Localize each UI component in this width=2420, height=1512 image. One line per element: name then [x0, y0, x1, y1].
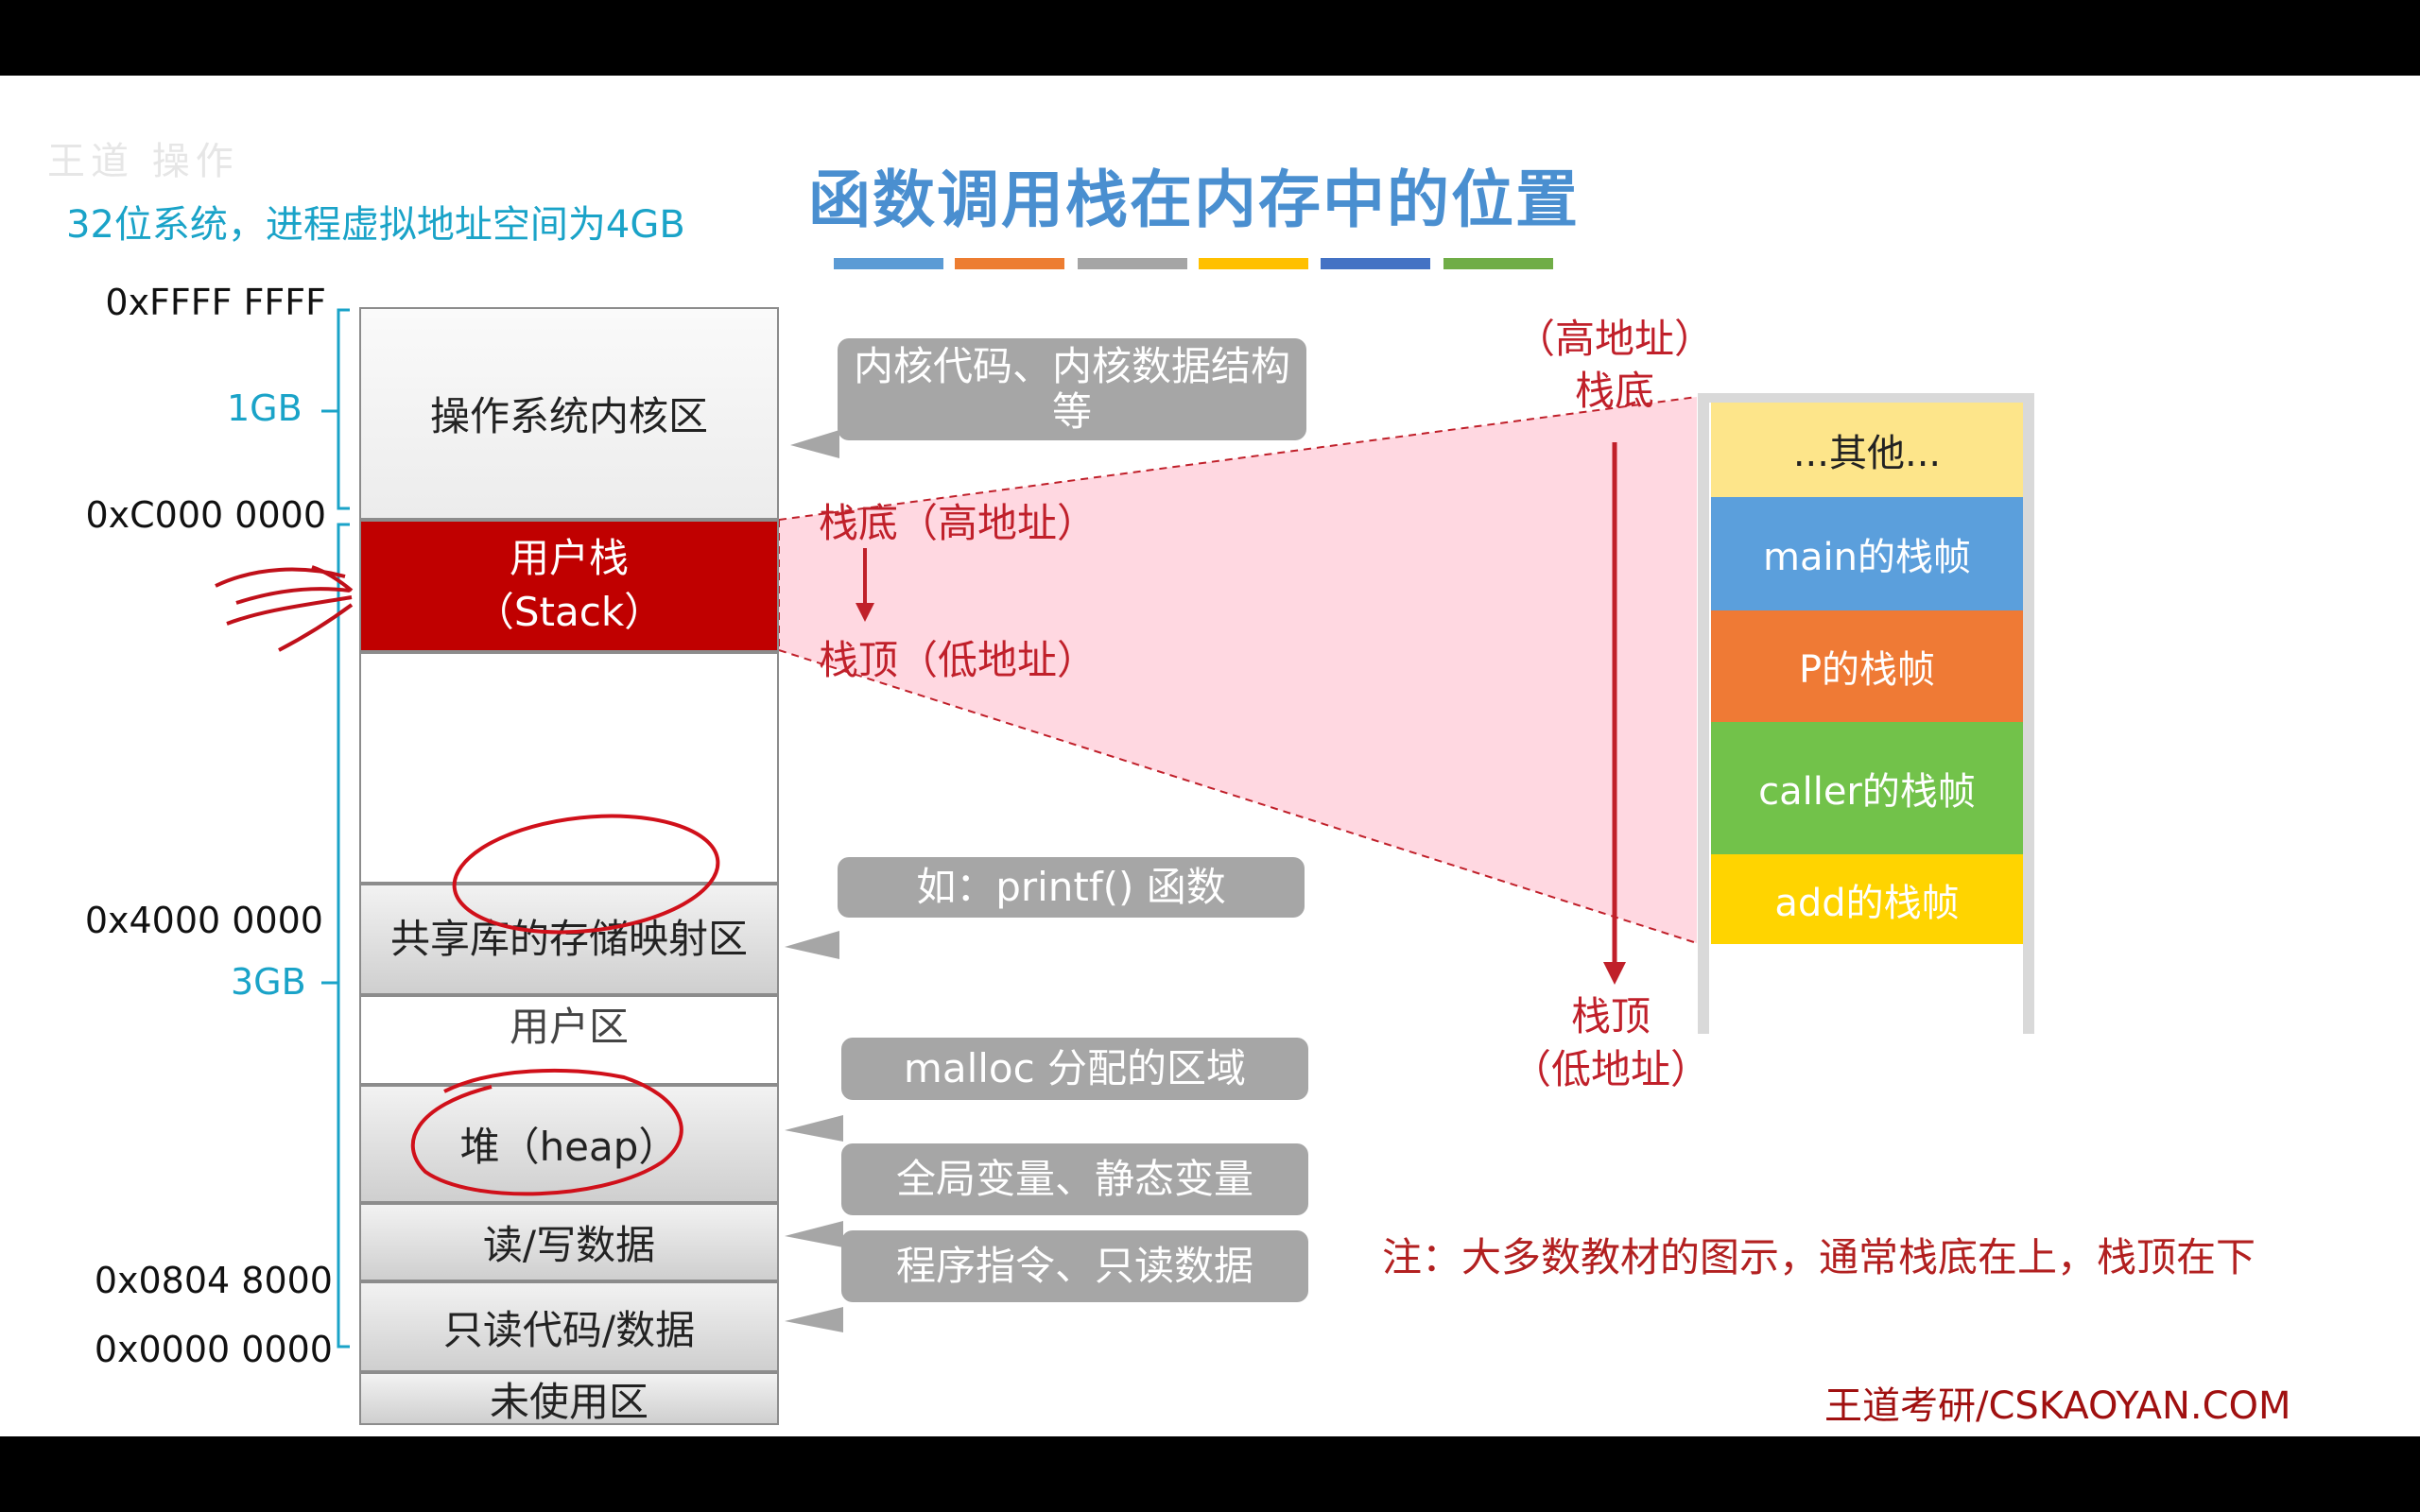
- stack-label-2: （Stack）: [474, 589, 665, 635]
- footnote: 注：大多数教材的图示，通常栈底在上，栈顶在下: [1382, 1234, 2256, 1280]
- title-bar-3: [1078, 258, 1187, 269]
- callout-pointers: [785, 430, 843, 1332]
- brand-watermark: 王道考研/CSKAOYAN.COM: [1824, 1384, 2291, 1428]
- user-area-label: 用户区: [509, 1004, 629, 1050]
- address-c000: 0xC000 0000: [85, 494, 326, 536]
- title-bar-2: [955, 258, 1064, 269]
- rw-data-label: 读/写数据: [482, 1222, 656, 1268]
- page-title: 函数调用栈在内存中的位置: [808, 163, 1580, 236]
- callout-rw: 全局变量、静态变量: [841, 1143, 1308, 1215]
- size-kernel: 1GB: [227, 387, 302, 429]
- label-stack-bottom-high: 栈底（高地址）: [819, 500, 1098, 546]
- frame-main-label: main的栈帧: [1763, 536, 1971, 579]
- address-ffff: 0xFFFF FFFF: [105, 282, 326, 323]
- right-stack-top: 栈顶: [1570, 993, 1651, 1040]
- faded-header: 王道 操作: [47, 140, 239, 183]
- frame-p-label: P的栈帧: [1798, 648, 1936, 692]
- unused-label: 未使用区: [489, 1378, 648, 1425]
- region-heap: 堆（heap）: [359, 1085, 779, 1203]
- ro-code-label: 只读代码/数据: [442, 1306, 696, 1353]
- callout-heap: malloc 分配的区域: [841, 1038, 1308, 1100]
- region-rw-data: 读/写数据: [359, 1203, 779, 1281]
- callout-ro: 程序指令、只读数据: [841, 1230, 1308, 1302]
- region-unused: 未使用区: [359, 1372, 779, 1425]
- frame-others-label: ...其他...: [1792, 432, 1942, 475]
- callout-shared: 如：printf() 函数: [838, 857, 1305, 918]
- region-kernel-label: 操作系统内核区: [429, 393, 708, 439]
- heap-label: 堆（heap）: [459, 1124, 679, 1170]
- frame-add-label: add的栈帧: [1774, 881, 1960, 925]
- frame-p: P的栈帧: [1711, 610, 2023, 722]
- address-0000: 0x0000 0000: [94, 1329, 333, 1370]
- address-4000: 0x4000 0000: [84, 900, 323, 941]
- title-bar-1: [834, 258, 943, 269]
- label-stack-top-low: 栈顶（低地址）: [819, 637, 1098, 683]
- right-high-addr: （高地址）: [1514, 316, 1714, 362]
- region-user-stack: 用户栈 （Stack）: [359, 520, 779, 652]
- callout-kernel: 内核代码、内核数据结构等: [838, 338, 1306, 440]
- frame-add: add的栈帧: [1711, 854, 2023, 944]
- right-low-addr: （低地址）: [1511, 1046, 1710, 1092]
- frame-caller-label: caller的栈帧: [1758, 770, 1976, 814]
- region-kernel: 操作系统内核区: [359, 307, 779, 520]
- region-shared-lib: 共享库的存储映射区: [359, 884, 779, 995]
- address-0804: 0x0804 8000: [94, 1260, 333, 1301]
- frame-main: main的栈帧: [1711, 497, 2023, 610]
- size-user: 3GB: [231, 961, 306, 1003]
- frame-others: ...其他...: [1711, 403, 2023, 497]
- title-bar-6: [1443, 258, 1553, 269]
- handwritten-annotations: [215, 565, 720, 1196]
- right-stack-bottom: 栈底: [1574, 368, 1654, 414]
- region-ro-code: 只读代码/数据: [359, 1281, 779, 1372]
- slide: 王道 操作 函数调用栈在内存中的位置 32位系统，进程虚拟地址空间为4GB 0x…: [0, 76, 2420, 1436]
- shared-lib-label: 共享库的存储映射区: [389, 915, 748, 962]
- title-bar-5: [1321, 258, 1430, 269]
- region-user: 用户区: [359, 995, 779, 1085]
- stack-label-1: 用户栈: [509, 535, 629, 582]
- frame-caller: caller的栈帧: [1711, 722, 2023, 854]
- title-bar-4: [1199, 258, 1308, 269]
- subtitle: 32位系统，进程虚拟地址空间为4GB: [66, 203, 685, 247]
